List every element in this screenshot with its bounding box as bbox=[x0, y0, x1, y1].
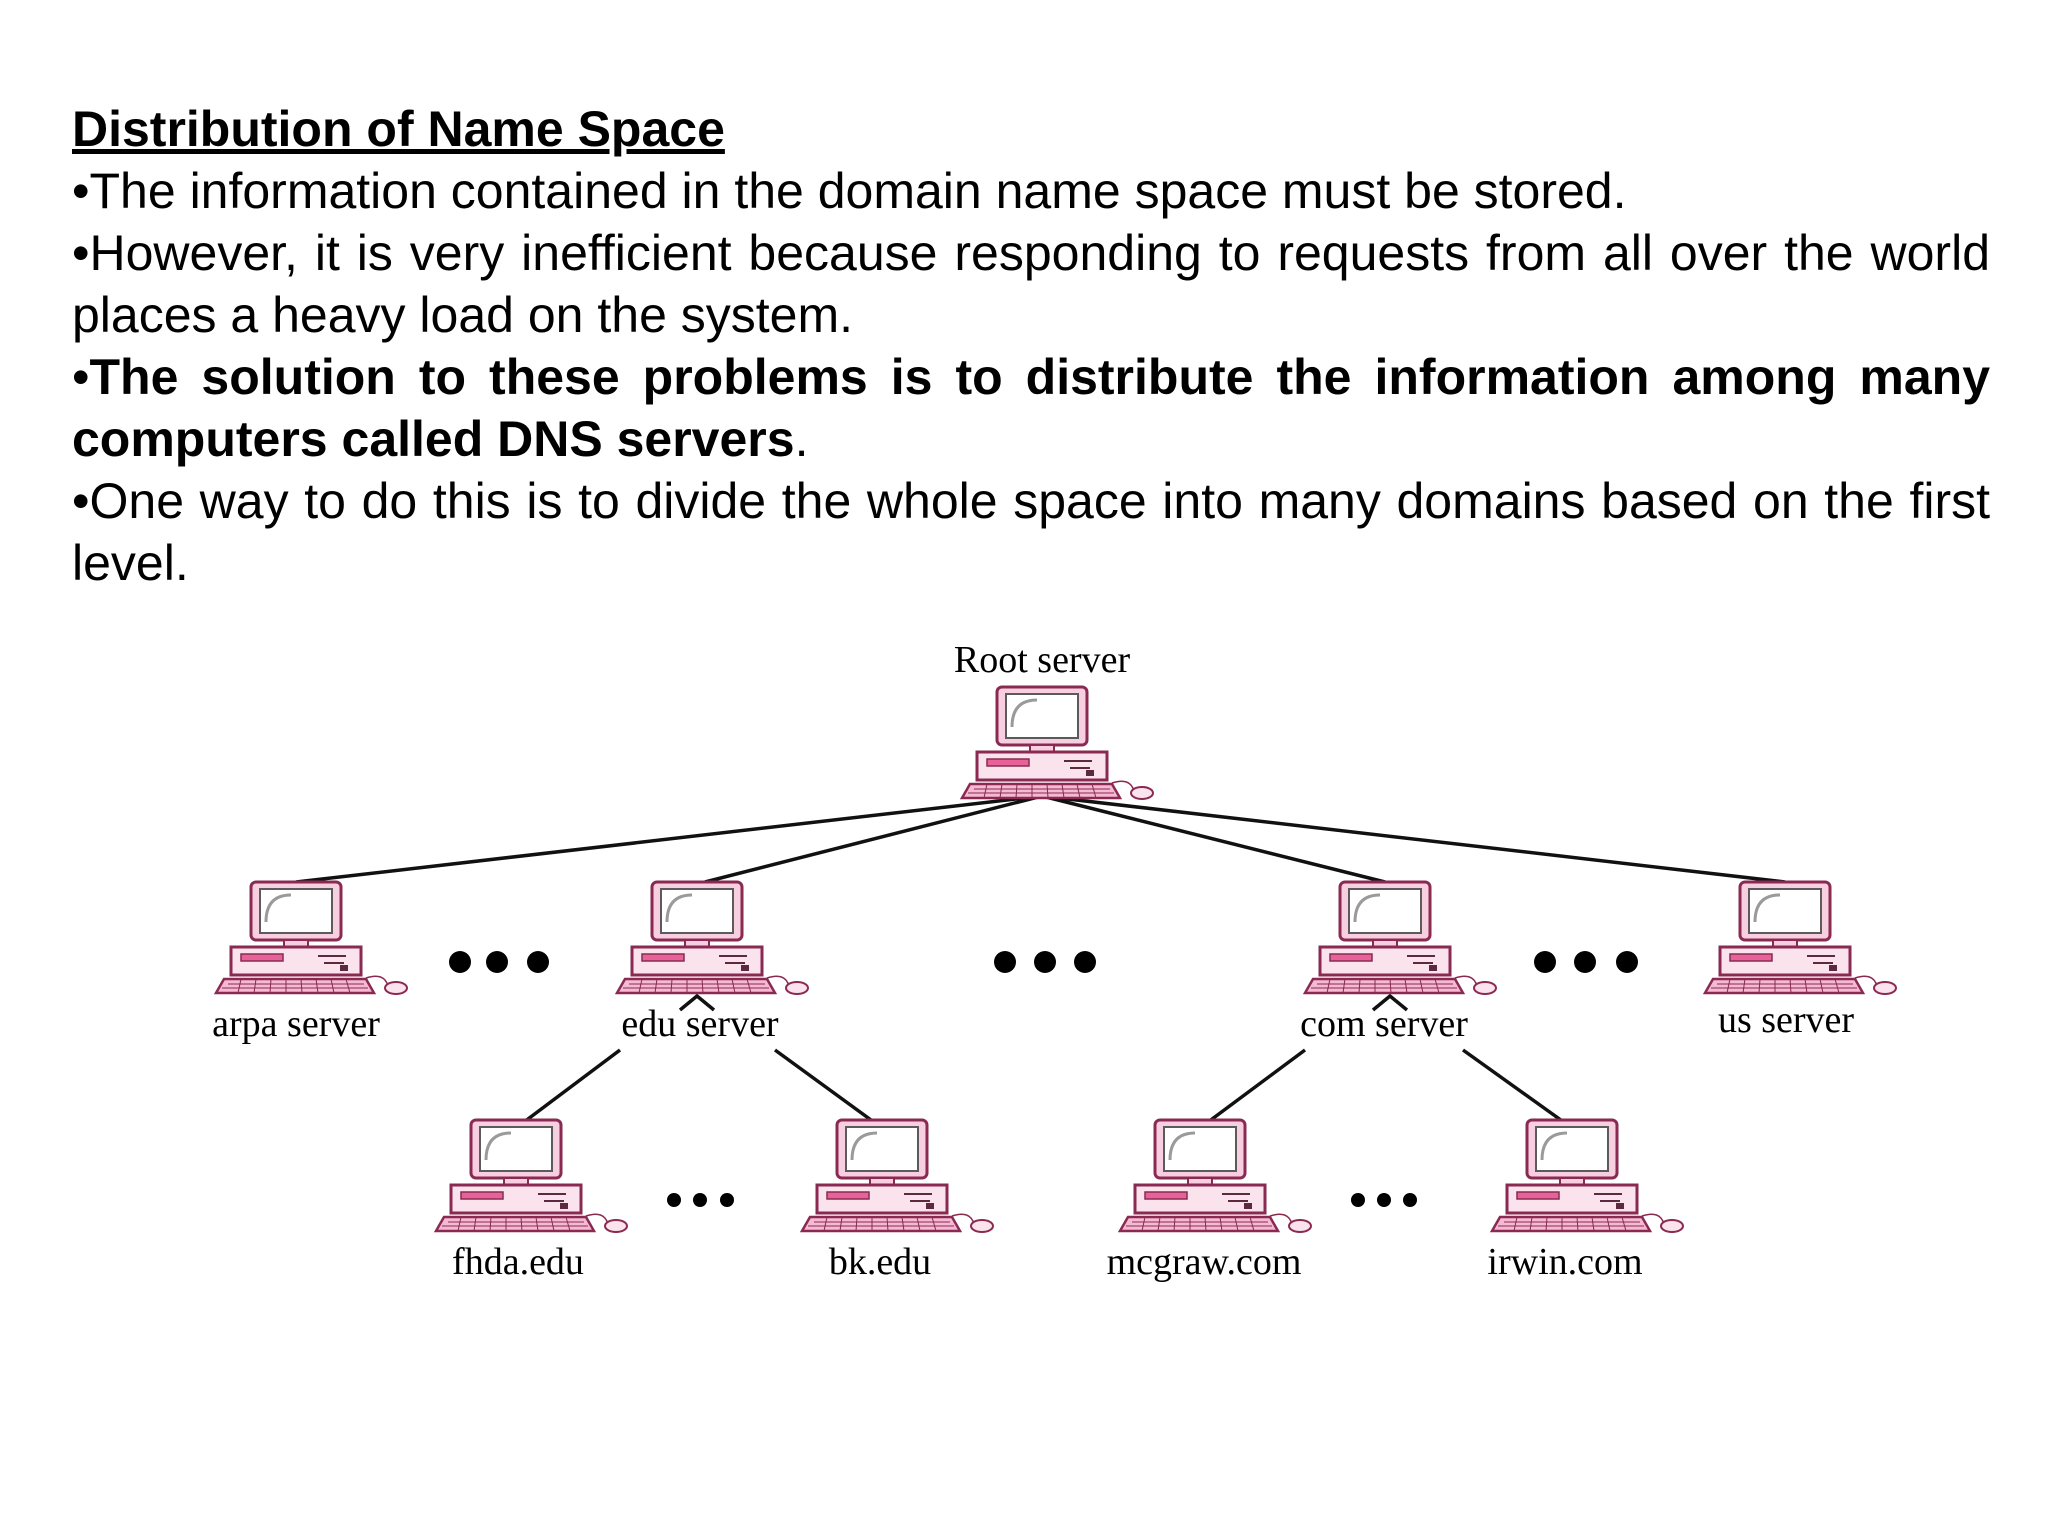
bullet-1-text: The information contained in the domain … bbox=[89, 163, 1627, 219]
bk-edu-label: bk.edu bbox=[829, 1241, 931, 1283]
us-server-computer bbox=[1703, 880, 1898, 996]
irwin-com-computer bbox=[1490, 1118, 1685, 1234]
bullet-4-text: One way to do this is to divide the whol… bbox=[72, 473, 1990, 591]
com-server-computer bbox=[1303, 880, 1498, 996]
com-server-label: com server bbox=[1300, 1003, 1468, 1045]
edu-server-computer bbox=[615, 880, 810, 996]
bullet-1: •The information contained in the domain… bbox=[72, 163, 1627, 219]
ellipsis-dots bbox=[449, 951, 1638, 1207]
root-server-computer bbox=[960, 685, 1155, 801]
bk-edu-computer bbox=[800, 1118, 995, 1234]
bullet-3-tail: . bbox=[794, 411, 809, 467]
tree-connectors bbox=[295, 794, 1786, 1130]
us-server-label: us server bbox=[1718, 999, 1854, 1041]
mcgraw-com-computer bbox=[1118, 1118, 1313, 1234]
root-server-label: Root server bbox=[954, 639, 1131, 681]
fhda-edu-label: fhda.edu bbox=[452, 1241, 584, 1283]
bullet-3-bold-text: The solution to these problems is to dis… bbox=[72, 349, 1990, 467]
bullet-2: •However, it is very inefficient because… bbox=[72, 225, 1990, 343]
slide-text: Distribution of Name Space •The informat… bbox=[72, 98, 1990, 594]
arpa-server-computer bbox=[214, 880, 409, 996]
mcgraw-com-label: mcgraw.com bbox=[1107, 1241, 1302, 1283]
irwin-com-label: irwin.com bbox=[1487, 1241, 1642, 1283]
bullet-4: •One way to do this is to divide the who… bbox=[72, 473, 1990, 591]
bullet-3: •The solution to these problems is to di… bbox=[72, 349, 1990, 467]
bullet-2-text: However, it is very inefficient because … bbox=[72, 225, 1990, 343]
arpa-server-label: arpa server bbox=[212, 1003, 380, 1045]
edu-server-label: edu server bbox=[621, 1003, 779, 1045]
slide-title: Distribution of Name Space bbox=[72, 101, 725, 157]
fhda-edu-computer bbox=[434, 1118, 629, 1234]
